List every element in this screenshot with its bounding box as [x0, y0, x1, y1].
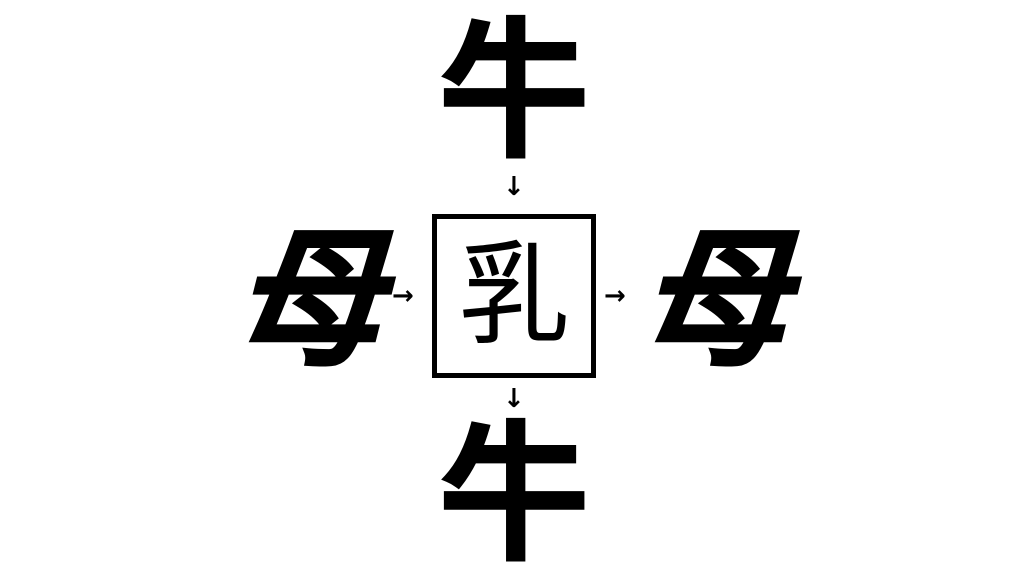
top-kanji: 牛	[439, 6, 590, 178]
answer-box: 乳	[432, 214, 596, 378]
arrow-right-icon: →	[392, 281, 414, 311]
arrow-right-icon: →	[604, 281, 626, 311]
right-kanji: 母	[639, 214, 790, 386]
arrow-down-icon: ↓	[503, 384, 525, 414]
left-kanji: 母	[233, 214, 384, 386]
center-kanji: 乳	[458, 231, 570, 361]
arrow-down-icon: ↓	[503, 172, 525, 202]
bottom-kanji: 牛	[439, 409, 590, 576]
